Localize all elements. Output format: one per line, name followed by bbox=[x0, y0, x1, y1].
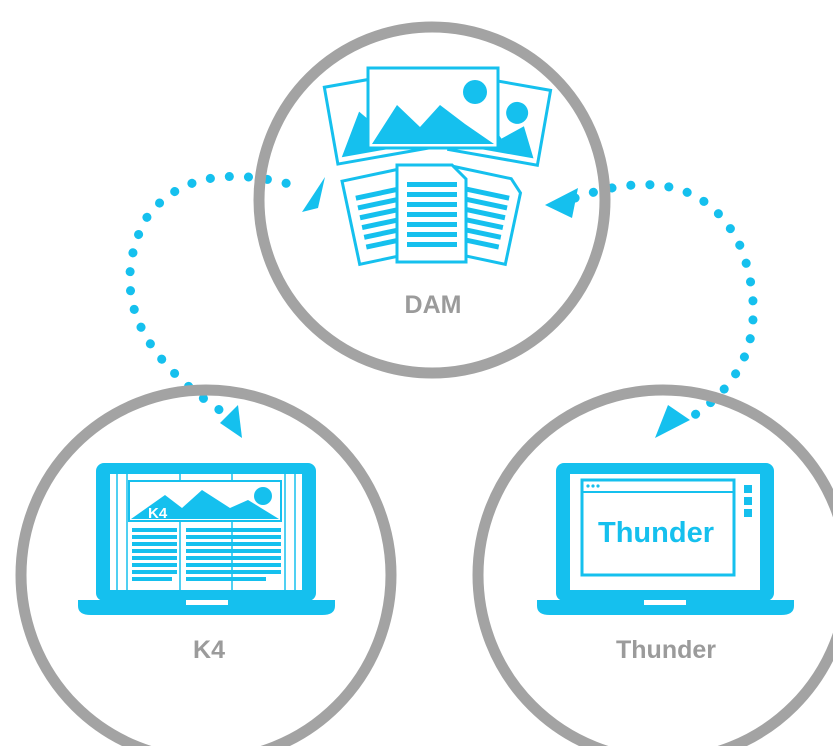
thunder-circle bbox=[472, 384, 833, 746]
k4-screen-logo: K4 bbox=[148, 505, 168, 522]
thunder-screen-logo: Thunder bbox=[598, 517, 714, 549]
k4-label: K4 bbox=[193, 636, 225, 664]
connector-k4-dam bbox=[125, 172, 325, 438]
text-lines bbox=[132, 528, 281, 581]
k4-laptop-icon: K4 bbox=[78, 463, 335, 615]
thunder-label: Thunder bbox=[616, 636, 716, 664]
arrowhead-to-dam-right bbox=[545, 188, 578, 218]
arrowhead-to-thunder bbox=[655, 405, 690, 438]
arrowhead-to-k4 bbox=[220, 405, 242, 438]
image-icon bbox=[128, 480, 282, 522]
browser-window-icon bbox=[580, 478, 736, 577]
arrowhead-to-dam-left bbox=[302, 177, 325, 212]
thunder-laptop-icon: Thunder bbox=[537, 463, 794, 615]
menu-dots-icon bbox=[744, 485, 752, 517]
document-icon bbox=[395, 163, 468, 264]
dam-label: DAM bbox=[405, 291, 462, 319]
connector-thunder-dam bbox=[545, 180, 758, 438]
image-icon bbox=[366, 66, 500, 150]
dam-circle bbox=[253, 21, 611, 379]
dam-assets-icon bbox=[322, 66, 553, 267]
k4-circle bbox=[15, 384, 397, 746]
